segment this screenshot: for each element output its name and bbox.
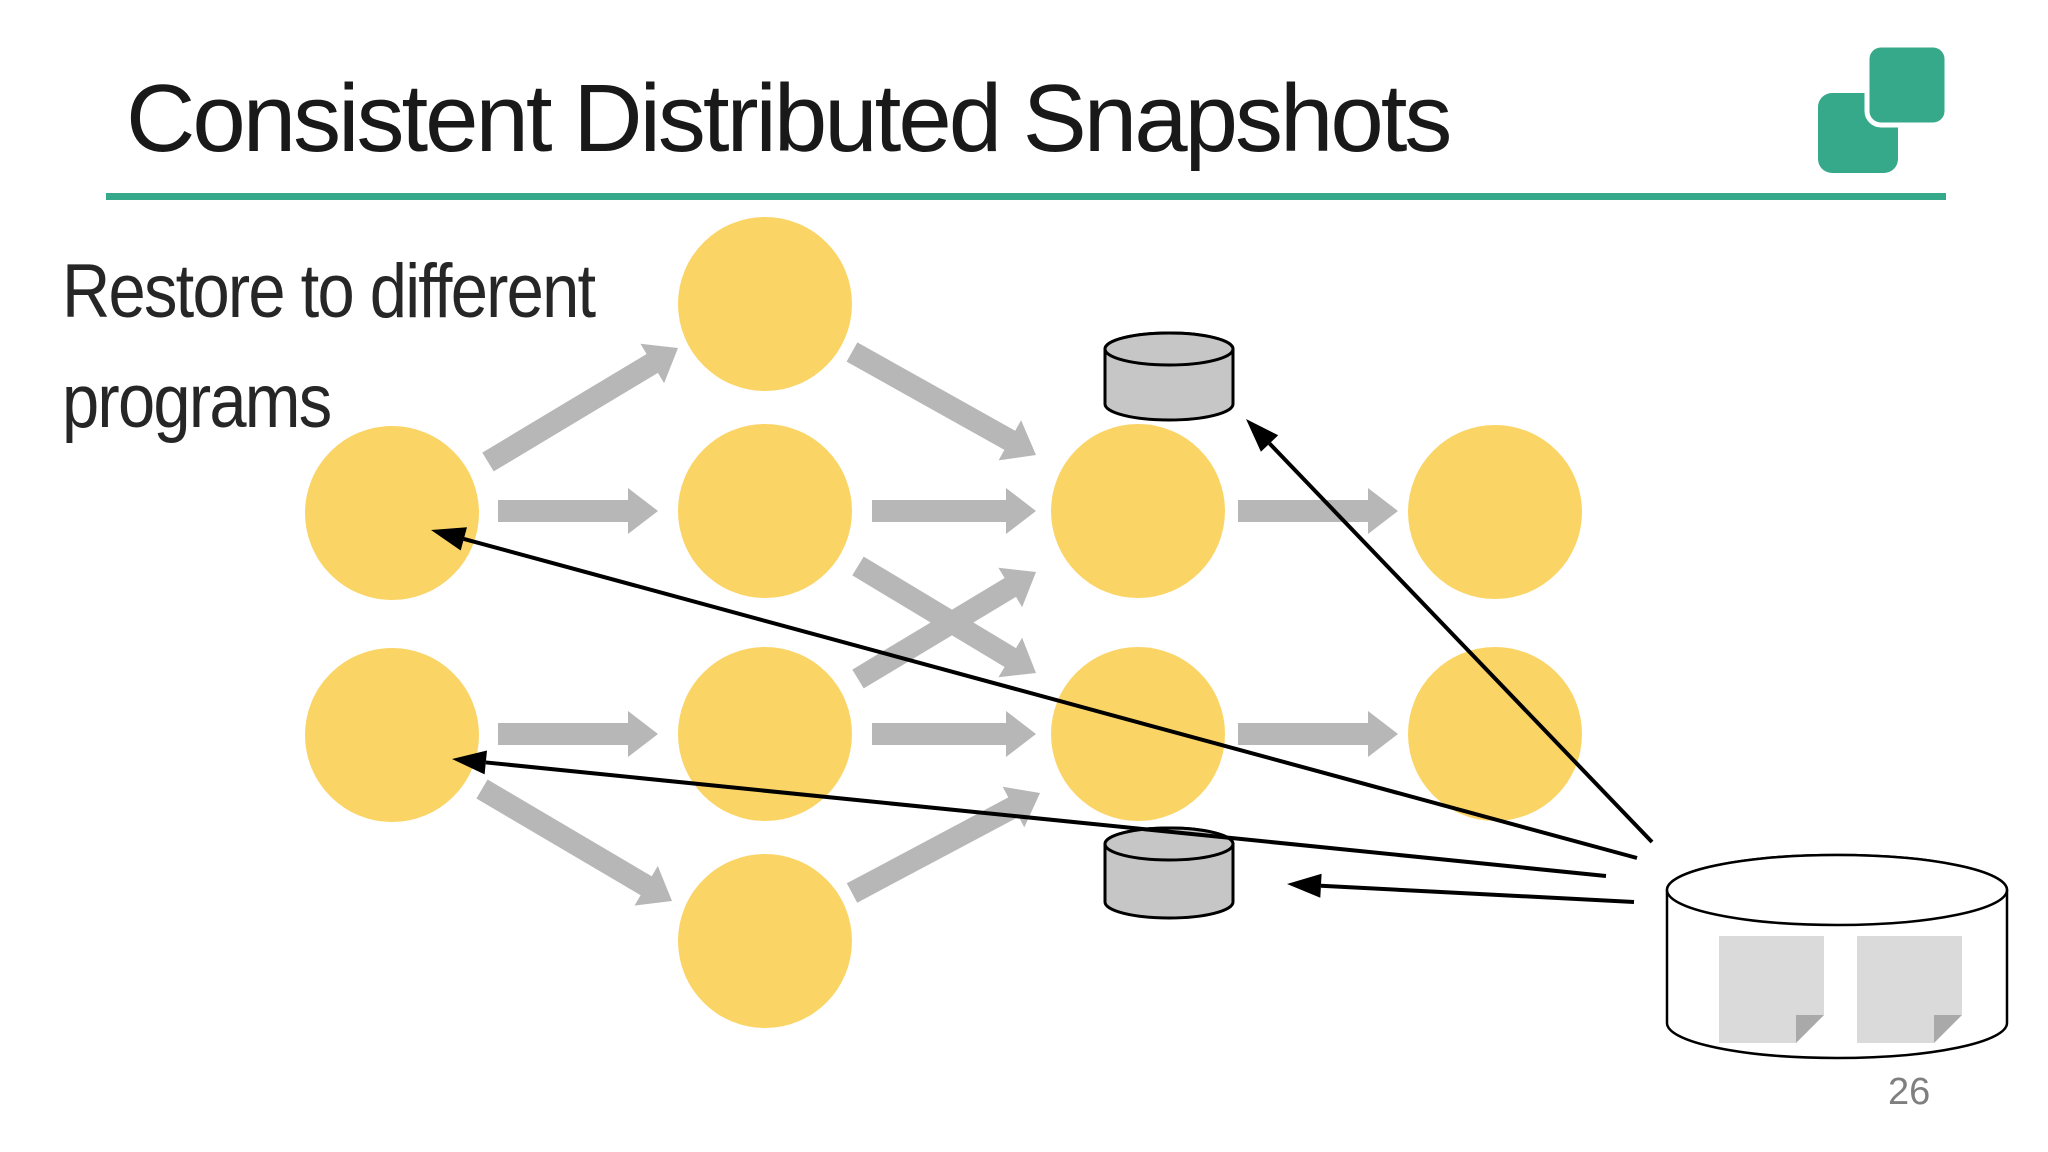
restore-arrow-line-to-snapshot-top [1268,442,1654,844]
process-node-R0 [1051,424,1225,598]
restore-arrowhead-to-node-L1 [452,750,487,775]
restore-arrow-line-to-snapshot-bottom [1320,883,1635,904]
page-number: 26 [1888,1071,1931,1113]
flow-arrow-L0-to-M1 [498,488,658,534]
restore-arrow-line-to-node-L1 [485,760,1607,878]
process-node-M1 [678,424,852,598]
restore-arrowhead-to-snapshot-top [1246,419,1279,452]
flow-arrow-R1-to-F1 [1238,711,1398,757]
restore-arrowhead-to-node-L0 [431,527,467,551]
process-node-M3 [678,854,852,1028]
title-underline-accent [106,193,1946,200]
process-node-F0 [1408,425,1582,599]
process-node-M2 [678,647,852,821]
slide-title: Consistent Distributed Snapshots [126,65,1452,172]
restore-arrowhead-to-snapshot-bottom [1287,873,1322,898]
process-node-L1 [305,648,479,822]
flow-arrow-L1-to-M3 [476,779,672,906]
snapshot-document-fold-1 [1796,1015,1824,1043]
logo-front-square [1864,42,1950,128]
snapshot-document-fold-2 [1934,1015,1962,1043]
flow-arrow-L1-to-M2 [498,711,658,757]
flow-arrow-M2-to-R1 [872,711,1036,757]
process-node-L0 [305,426,479,600]
process-node-F1 [1408,647,1582,821]
snapshot-top-cylinder-icon-top [1103,331,1235,367]
flow-arrow-M0-to-R0 [846,342,1036,461]
process-node-R1 [1051,647,1225,821]
snapshot-store-cylinder-top [1665,853,2009,927]
process-node-M0 [678,217,852,391]
flow-arrow-R0-to-F0 [1238,488,1398,534]
flow-arrow-M1-to-R0 [872,488,1036,534]
flow-arrow-L0-to-M0 [482,343,678,472]
flow-arrow-M3-to-R1 [846,786,1040,903]
slide-body-text: Restore to different programs [62,249,596,445]
restore-arrow-line-to-node-L0 [463,536,1638,860]
